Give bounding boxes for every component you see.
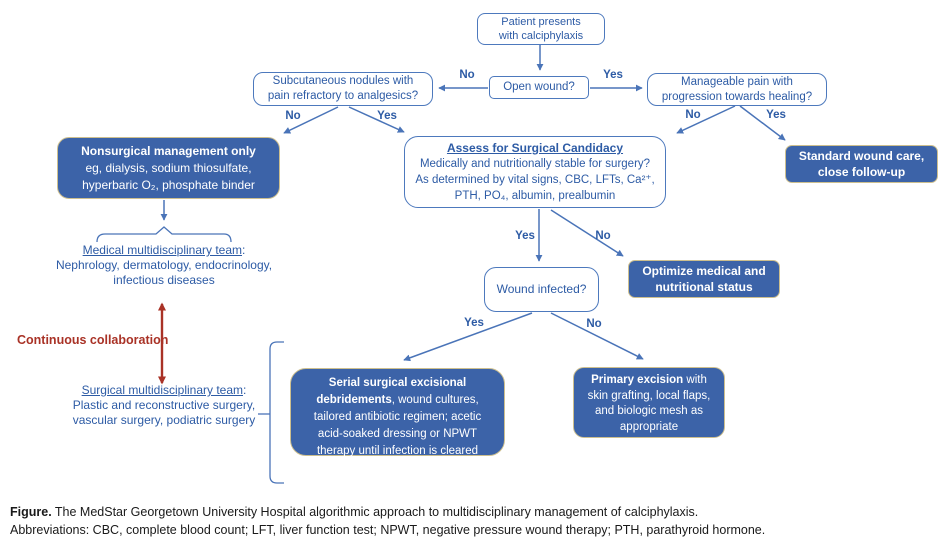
node-text: Manageable pain with (681, 75, 793, 88)
edge-label-manageable-yes: Yes (766, 109, 786, 121)
continuous-collaboration-label: Continuous collaboration (17, 333, 169, 347)
surgical-team-title: Surgical multidisciplinary team: (81, 383, 247, 397)
node-optimize-medical-nutritional: Optimize medical and nutritional status (628, 260, 780, 298)
surgical-team-line: Plastic and reconstructive surgery, (72, 398, 256, 412)
node-text: with skin grafting, local flaps, and bio… (587, 374, 711, 433)
medical-team-brace (96, 226, 232, 243)
node-text: Optimize medical and (642, 264, 766, 278)
node-text: PTH, PO₄, albumin, prealbumin (454, 190, 616, 202)
node-manageable-pain: Manageable pain with progression towards… (647, 73, 827, 106)
node-assess-surgical-candidacy: Assess for Surgical Candidacy Medically … (404, 136, 666, 208)
node-title: Nonsurgical management only (81, 143, 256, 158)
surgical-team-block: Surgical multidisciplinary team: Plastic… (49, 383, 279, 428)
node-standard-wound-care: Standard wound care, close follow-up (785, 145, 938, 183)
node-open-wound: Open wound? (489, 76, 589, 99)
arrow-assess-no-to-optimize (550, 209, 624, 257)
node-text: hyperbaric O₂, phosphate binder (82, 177, 255, 192)
node-text: As determined by vital signs, CBC, LFTs,… (415, 174, 655, 186)
arrow-woundinfected-yes-to-serial (403, 312, 533, 362)
arrow-subcutaneous-yes-to-assess (348, 106, 405, 133)
surgical-team-line: vascular surgery, podiatric surgery (72, 413, 256, 427)
caption-line-1: Figure. The MedStar Georgetown Universit… (10, 503, 942, 521)
node-title: Primary excision (591, 374, 684, 386)
node-patient-presents: Patient presents with calciphylaxis (477, 13, 605, 45)
medical-team-line: infectious diseases (113, 273, 215, 287)
medical-team-line: Nephrology, dermatology, endocrinology, (55, 258, 273, 272)
edge-label-assess-yes: Yes (515, 230, 535, 242)
node-text: with calciphylaxis (498, 30, 584, 42)
node-wound-infected: Wound infected? (484, 267, 599, 312)
edge-label-subcutaneous-yes: Yes (377, 110, 397, 122)
node-text: progression towards healing? (661, 90, 813, 103)
node-text: close follow-up (817, 165, 906, 179)
arrow-woundinfected-no-to-primary (550, 312, 644, 360)
node-text: eg, dialysis, sodium thiosulfate, (85, 160, 252, 175)
node-text: nutritional status (655, 280, 753, 294)
node-title: Assess for Surgical Candidacy (446, 141, 624, 155)
edge-label-openwound-yes: Yes (603, 69, 623, 81)
caption-figure-text: The MedStar Georgetown University Hospit… (51, 505, 699, 519)
node-title: Serial surgical excisional debridements (316, 377, 467, 406)
medical-team-title: Medical multidisciplinary team: (82, 243, 246, 257)
caption-figure-label: Figure. (10, 505, 52, 519)
arrow-subcutaneous-no-to-nonsurgical (283, 106, 339, 134)
edge-label-woundinfected-yes: Yes (464, 317, 484, 329)
node-serial-surgical-debridements: Serial surgical excisional debridements,… (290, 368, 505, 457)
node-text-wrap: Primary excision with skin grafting, loc… (588, 374, 711, 433)
node-text-wrap: Serial surgical excisional debridements,… (314, 377, 481, 457)
node-text: Medically and nutritionally stable for s… (419, 158, 651, 170)
node-text: Standard wound care, (798, 149, 925, 163)
node-text: Open wound? (503, 81, 575, 93)
edge-label-assess-no: No (595, 230, 611, 242)
edge-label-openwound-no: No (459, 69, 475, 81)
edge-label-manageable-no: No (685, 109, 701, 121)
caption-abbreviations: Abbreviations: CBC, complete blood count… (10, 523, 766, 537)
node-primary-excision: Primary excision with skin grafting, loc… (573, 367, 725, 438)
node-text: pain refractory to analgesics? (267, 90, 419, 102)
medical-team-block: Medical multidisciplinary team: Nephrolo… (49, 243, 279, 288)
node-text: Subcutaneous nodules with (272, 75, 414, 87)
node-text: Patient presents (501, 16, 581, 28)
surgical-team-bracket (269, 341, 284, 484)
node-subcutaneous-nodules: Subcutaneous nodules with pain refractor… (253, 72, 433, 106)
node-nonsurgical-management: Nonsurgical management only eg, dialysis… (57, 137, 280, 199)
figure-caption: Figure. The MedStar Georgetown Universit… (10, 503, 942, 539)
arrow-manageable-no-to-assess (676, 105, 736, 134)
node-text: Wound infected? (496, 282, 587, 296)
node-text: , wound cultures, tailored antibiotic re… (313, 394, 482, 457)
edge-label-woundinfected-no: No (586, 318, 602, 330)
edge-label-subcutaneous-no: No (285, 110, 301, 122)
arrow-manageable-yes-to-standard (739, 105, 786, 141)
